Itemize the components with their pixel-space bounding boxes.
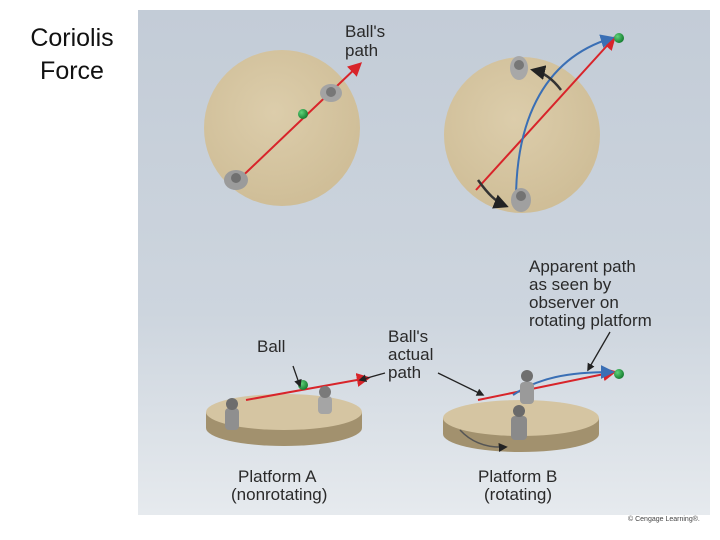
platform-b-label: Platform B: [478, 467, 557, 486]
ball-leader-line: [292, 365, 302, 388]
platform-a-top-disc: [204, 50, 360, 206]
actual-path-arrow: [477, 367, 617, 401]
actual-path-leader-line: [358, 372, 386, 383]
copyright-credit: © Cengage Learning®.: [628, 516, 700, 523]
coriolis-diagram: Ball's path Apparent path as seen by obs…: [138, 10, 710, 515]
slide-title-line: Force: [40, 57, 104, 85]
slide-title: Coriolis Force: [12, 22, 132, 88]
actual-path-leader-line: [437, 372, 485, 396]
actual-path-arrow: [245, 373, 371, 401]
actual-path-label: actual: [388, 345, 433, 364]
person-icon: [320, 84, 342, 102]
balls-path-label: Ball's: [345, 22, 385, 41]
platform-a-sublabel: (nonrotating): [231, 485, 327, 504]
platform-a-side: [206, 373, 371, 446]
apparent-path-label: observer on: [529, 293, 619, 312]
actual-path-label: Ball's: [388, 327, 428, 346]
apparent-path-label: Apparent path: [529, 257, 636, 276]
ball: [614, 33, 624, 43]
apparent-path-arrow: [515, 34, 615, 201]
top-view-disc-a: [204, 50, 363, 206]
apparent-path-label: rotating platform: [529, 311, 652, 330]
ball-path-arrow: [229, 62, 363, 189]
platform-b-sublabel: (rotating): [484, 485, 552, 504]
actual-path-arrow: [475, 35, 616, 191]
actual-path-label: path: [388, 363, 421, 382]
person-icon: [511, 405, 527, 440]
person-icon: [511, 188, 531, 212]
slide-title-line: Coriolis: [30, 24, 114, 52]
person-icon: [510, 56, 528, 80]
ball-label: Ball: [257, 337, 285, 356]
rotation-arrow: [476, 179, 509, 209]
person-icon: [520, 370, 534, 404]
person-icon: [224, 170, 248, 190]
person-icon: [318, 386, 332, 414]
person-icon: [225, 398, 239, 430]
top-view-disc-b: [444, 33, 624, 213]
ball: [298, 109, 308, 119]
ball: [614, 369, 624, 379]
platform-b-side: [443, 365, 624, 452]
platform-a-label: Platform A: [238, 467, 317, 486]
rotation-arrow: [459, 429, 508, 452]
rotation-arrow: [530, 65, 562, 91]
balls-path-label: path: [345, 41, 378, 60]
apparent-path-label: as seen by: [529, 275, 612, 294]
coriolis-figure: Ball's path Apparent path as seen by obs…: [138, 10, 710, 515]
apparent-path-leader-line: [587, 331, 611, 372]
